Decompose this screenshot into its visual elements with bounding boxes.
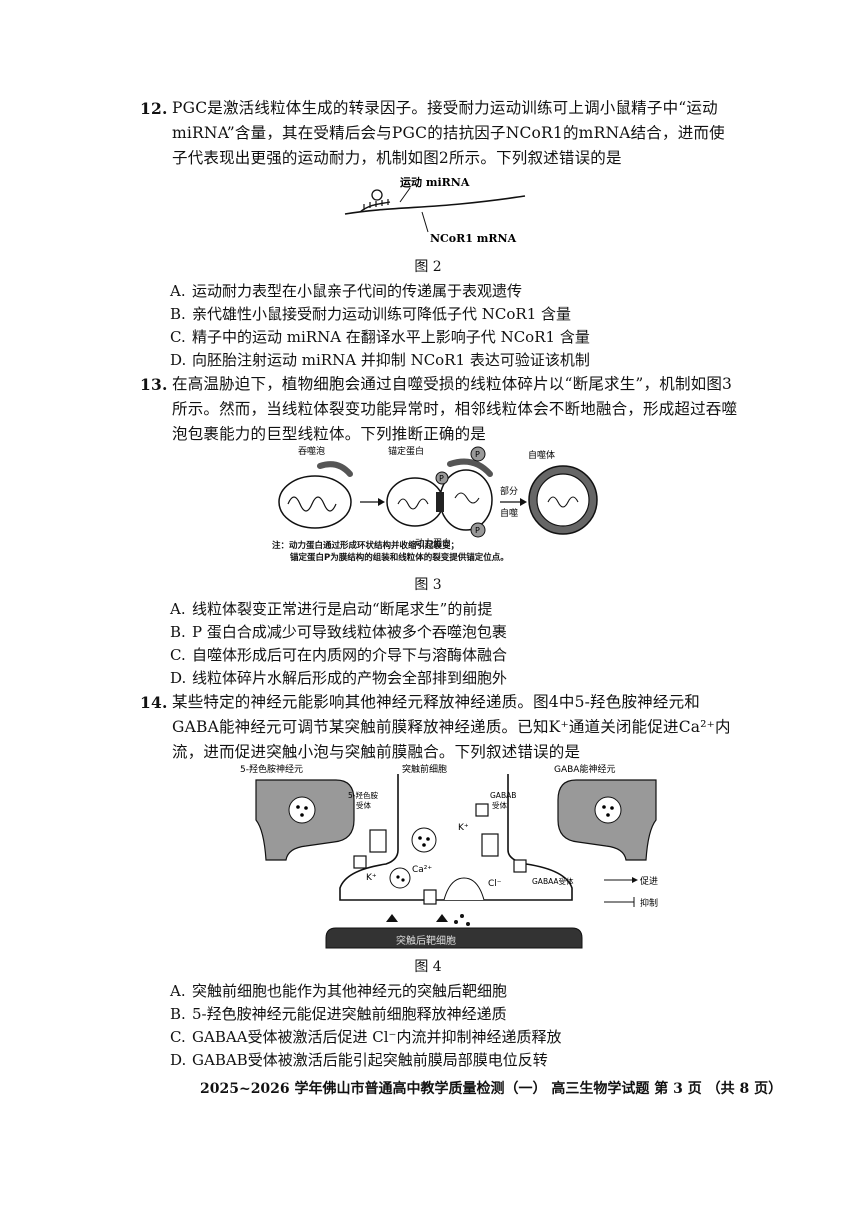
question-number: 14. bbox=[140, 693, 168, 712]
q12-option-d[interactable]: D.向胚胎注射运动 miRNA 并抑制 NCoR1 表达可验证该机制 bbox=[170, 351, 590, 369]
label-mirna: 运动 miRNA bbox=[400, 175, 470, 189]
q13-option-b[interactable]: B.P 蛋白合成减少可导致线粒体被多个吞噬泡包裹 bbox=[170, 623, 507, 641]
label-anchor-protein: 锚定蛋白 bbox=[388, 445, 424, 457]
q14-option-c[interactable]: C.GABAA受体被激活后促进 Cl⁻内流并抑制神经递质释放 bbox=[170, 1028, 562, 1046]
q13-option-a[interactable]: A.线粒体裂变正常进行是启动“断尾求生”的前提 bbox=[170, 600, 493, 618]
svg-text:P: P bbox=[439, 474, 444, 483]
svg-text:受体: 受体 bbox=[492, 800, 507, 810]
legend-inhibit: 抑制 bbox=[640, 897, 658, 909]
question-14: 14. 某些特定的神经元能影响其他神经元释放神经递质。图4中5-羟色胺神经元和G… bbox=[140, 690, 740, 765]
label-ncor1-mrna: NCoR1 mRNA bbox=[430, 232, 517, 245]
question-number: 12. bbox=[140, 99, 168, 118]
q13-option-c[interactable]: C.自噬体形成后可在内质网的介导下与溶酶体融合 bbox=[170, 646, 508, 664]
svg-text:受体: 受体 bbox=[356, 800, 371, 810]
label-postsynaptic-cell: 突触后靶细胞 bbox=[396, 934, 456, 947]
svg-text:P: P bbox=[475, 526, 480, 535]
question-12: 12. PGC是激活线粒体生成的转录因子。接受耐力运动训练可上调小鼠精子中“运动… bbox=[140, 96, 740, 171]
label-autophagosome: 自噬体 bbox=[528, 449, 555, 461]
label-k-left: K⁺ bbox=[366, 873, 377, 883]
figure-3-diagram: P P P 吞噬泡 锚定蛋白 自噬体 动力蛋白 部分 自噬 bbox=[278, 445, 598, 549]
question-stem: 在高温胁迫下，植物细胞会通过自噬受损的线粒体碎片以“断尾求生”，机制如图3所示。… bbox=[172, 375, 738, 443]
label-gabab-receptor: GABAB bbox=[490, 791, 516, 800]
figure-2-diagram: 运动 miRNA NCoR1 mRNA bbox=[344, 175, 526, 245]
question-13: 13. 在高温胁迫下，植物细胞会通过自噬受损的线粒体碎片以“断尾求生”，机制如图… bbox=[140, 372, 740, 447]
label-gaba-neuron: GABA能神经元 bbox=[554, 763, 615, 775]
label-ca: Ca²⁺ bbox=[412, 865, 432, 875]
question-number: 13. bbox=[140, 375, 168, 394]
svg-text:P: P bbox=[475, 450, 480, 459]
figure-4-diagram: 突触后靶细胞 促进 抑制 5-羟色胺神经元 突触前细胞 GABA能神经元 5-羟… bbox=[240, 763, 658, 949]
label-partial: 部分 bbox=[500, 485, 518, 497]
label-k-right: K⁺ bbox=[458, 823, 469, 833]
q12-option-a[interactable]: A.运动耐力表型在小鼠亲子代间的传递属于表观遗传 bbox=[170, 282, 523, 300]
q14-option-b[interactable]: B.5-羟色胺神经元能促进突触前细胞释放神经递质 bbox=[170, 1005, 507, 1023]
q14-option-a[interactable]: A.突触前细胞也能作为其他神经元的突触后靶细胞 bbox=[170, 982, 508, 1000]
figure-3-caption: 图 3 bbox=[414, 577, 442, 593]
question-stem: 某些特定的神经元能影响其他神经元释放神经递质。图4中5-羟色胺神经元和GABA能… bbox=[172, 693, 731, 761]
q12-option-c[interactable]: C.精子中的运动 miRNA 在翻译水平上影响子代 NCoR1 含量 bbox=[170, 328, 590, 346]
label-presynaptic-cell: 突触前细胞 bbox=[402, 763, 447, 775]
question-stem: PGC是激活线粒体生成的转录因子。接受耐力运动训练可上调小鼠精子中“运动miRN… bbox=[172, 99, 725, 167]
q13-option-d[interactable]: D.线粒体碎片水解后形成的产物会全部排到细胞外 bbox=[170, 669, 508, 687]
label-gabaa-receptor: GABAA受体 bbox=[532, 876, 574, 886]
figure-3-note: 注：动力蛋白通过形成环状结构并收缩引起裂变； 锚定蛋白P为膜结构的组装和线粒体的… bbox=[272, 541, 509, 563]
label-phagophore: 吞噬泡 bbox=[298, 445, 325, 457]
figure-2-caption: 图 2 bbox=[414, 259, 442, 275]
q12-option-b[interactable]: B.亲代雄性小鼠接受耐力运动训练可降低子代 NCoR1 含量 bbox=[170, 305, 572, 323]
label-serotonin-neuron: 5-羟色胺神经元 bbox=[240, 763, 303, 775]
q14-option-d[interactable]: D.GABAB受体被激活后能引起突触前膜局部膜电位反转 bbox=[170, 1051, 548, 1069]
label-serotonin-receptor: 5-羟色胺 bbox=[348, 790, 378, 800]
label-autophagy: 自噬 bbox=[500, 507, 518, 519]
label-cl: Cl⁻ bbox=[488, 879, 502, 889]
label-dynamin: 动力蛋白 bbox=[415, 537, 451, 549]
figure-4-caption: 图 4 bbox=[414, 959, 442, 975]
page-footer: 2025~2026 学年佛山市普通高中教学质量检测（一） 高三生物学试题 第 3… bbox=[200, 1081, 783, 1097]
legend-promote: 促进 bbox=[640, 875, 658, 887]
